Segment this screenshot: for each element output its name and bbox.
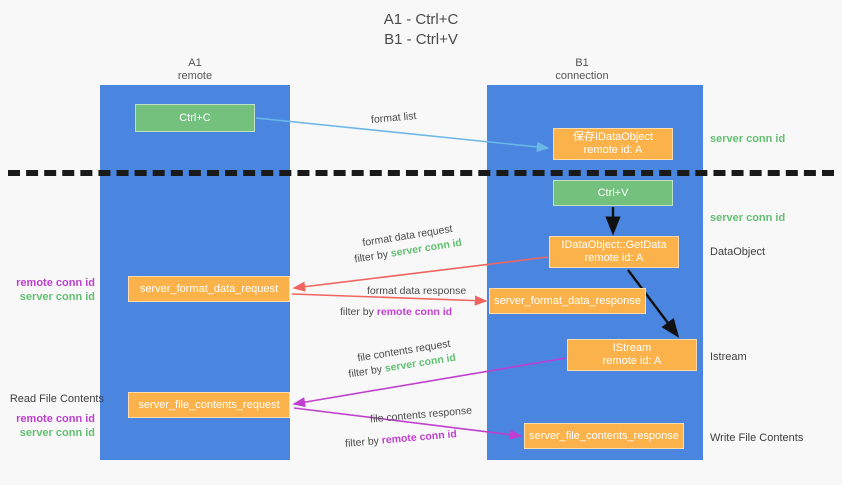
box-idataobject-getdata[interactable]: IDataObject::GetData remote id: A (549, 236, 679, 268)
arrow-label-filter-remote-2: filter by remote conn id (345, 427, 458, 452)
page-title: A1 - Ctrl+C B1 - Ctrl+V (383, 11, 459, 48)
label-write-file-contents: Write File Contents (710, 432, 804, 444)
box-server-file-contents-response[interactable]: server_file_contents_response (524, 423, 684, 449)
swimlane-a1-header: A1 remote (177, 57, 213, 82)
label-server-conn-id-1: server conn id (19, 291, 95, 303)
arrow-label-file-contents-response: file contents response (369, 404, 473, 426)
label-read-file-contents: Read File Contents (9, 393, 104, 405)
label-istream: Istream (710, 351, 747, 363)
label-conn-ids-format: remote conn id server conn id (0, 276, 95, 304)
box-server-format-data-request[interactable]: server_format_data_request (128, 276, 290, 302)
label-server-conn-id-2: server conn id (19, 427, 95, 439)
phase-divider (8, 170, 834, 176)
arrow-label-format-data-response: format data response (367, 285, 467, 297)
filter-by-text-2: filter by (340, 306, 377, 318)
filter-by-text-1: filter by (353, 247, 392, 266)
filter-by-text-4: filter by (344, 434, 383, 450)
arrow-label-filter-remote-1: filter by remote conn id (340, 305, 452, 320)
box-idataobject[interactable]: 保存IDataObject remote id: A (553, 128, 673, 160)
box-server-format-data-response[interactable]: server_format_data_response (489, 288, 646, 314)
label-remote-conn-id-1: remote conn id (16, 277, 95, 289)
box-ctrl-v[interactable]: Ctrl+V (553, 180, 673, 206)
label-server-conn-id-top: server conn id (710, 133, 786, 145)
filter-by-text-3: filter by (347, 362, 386, 381)
arrow-label-format-list: format list (370, 110, 417, 126)
filter-remote-conn-id-1: remote conn id (376, 306, 453, 318)
box-server-file-contents-request[interactable]: server_file_contents_request (128, 392, 290, 418)
label-remote-conn-id-2: remote conn id (16, 413, 95, 425)
label-dataobject: DataObject (710, 246, 766, 258)
box-istream[interactable]: IStream remote id: A (567, 339, 697, 371)
box-ctrl-c[interactable]: Ctrl+C (135, 104, 255, 132)
filter-remote-conn-id-2: remote conn id (381, 428, 458, 447)
label-conn-ids-file: remote conn id server conn id (0, 412, 95, 440)
swimlane-b1-header: B1 connection (555, 57, 609, 82)
label-server-conn-id-mid: server conn id (710, 212, 786, 224)
